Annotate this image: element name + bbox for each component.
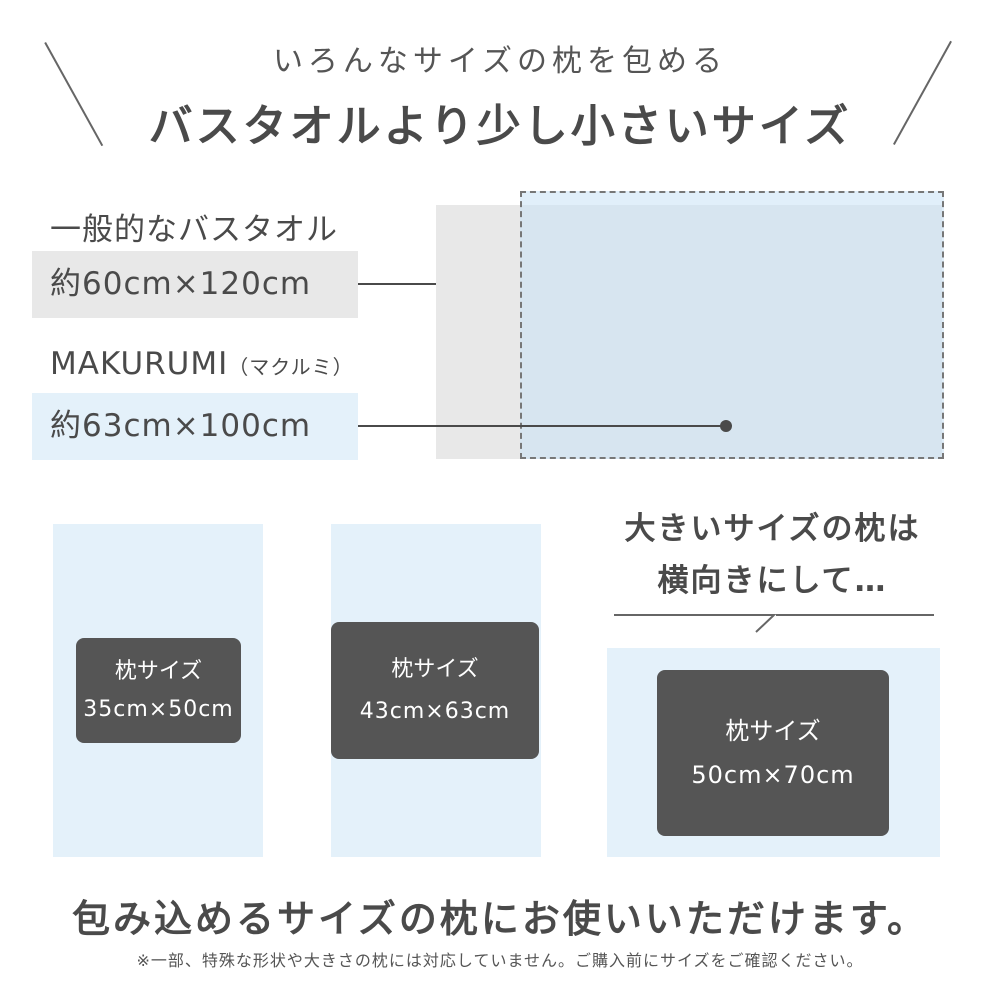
pillow-medium-size: 43cm×63cm [359,698,511,724]
pillow-small-size: 35cm×50cm [83,696,234,722]
speech-pointer-line [614,614,934,633]
pillow-medium-label: 枕サイズ [391,656,479,682]
footer-message: 包み込めるサイズの枕にお使いいただけます。 [71,897,929,941]
makurumi-shape [520,191,944,459]
makurumi-name: MAKURUMI [50,346,229,382]
makurumi-size: 約63cm×100cm [50,408,312,444]
pillow-large-label: 枕サイズ [725,717,821,745]
makurumi-label: MAKURUMI（マクルミ） [50,346,354,382]
pillow-large: 枕サイズ 50cm×70cm [657,670,889,836]
makurumi-leader-dot [720,420,732,432]
pillow-medium: 枕サイズ 43cm×63cm [331,622,539,759]
pillow-small-label: 枕サイズ [114,658,203,684]
general-leader-line [358,283,482,285]
pillow-large-size: 50cm×70cm [691,761,855,789]
large-pillow-note-line1: 大きいサイズの枕は [624,511,921,547]
makurumi-leader-line [358,425,726,427]
subtitle: いろんなサイズの枕を包める [272,44,728,79]
general-towel-label: 一般的なバスタオル [50,212,338,248]
makurumi-name-kana: （マクルミ） [228,355,354,379]
pillow-small: 枕サイズ 35cm×50cm [76,638,241,743]
page-title: バスタオルより少し小さいサイズ [148,101,852,152]
large-pillow-note-line2: 横向きにして… [657,563,888,599]
footer-disclaimer: ※一部、特殊な形状や大きさの枕には対応していません。ご購入前にサイズをご確認くだ… [136,951,864,970]
large-pillow-note: 大きいサイズの枕は 横向きにして… [600,503,945,607]
general-towel-size: 約60cm×120cm [50,266,312,302]
general-towel-size-box: 約60cm×120cm [32,251,358,318]
makurumi-size-box: 約63cm×100cm [32,393,358,460]
